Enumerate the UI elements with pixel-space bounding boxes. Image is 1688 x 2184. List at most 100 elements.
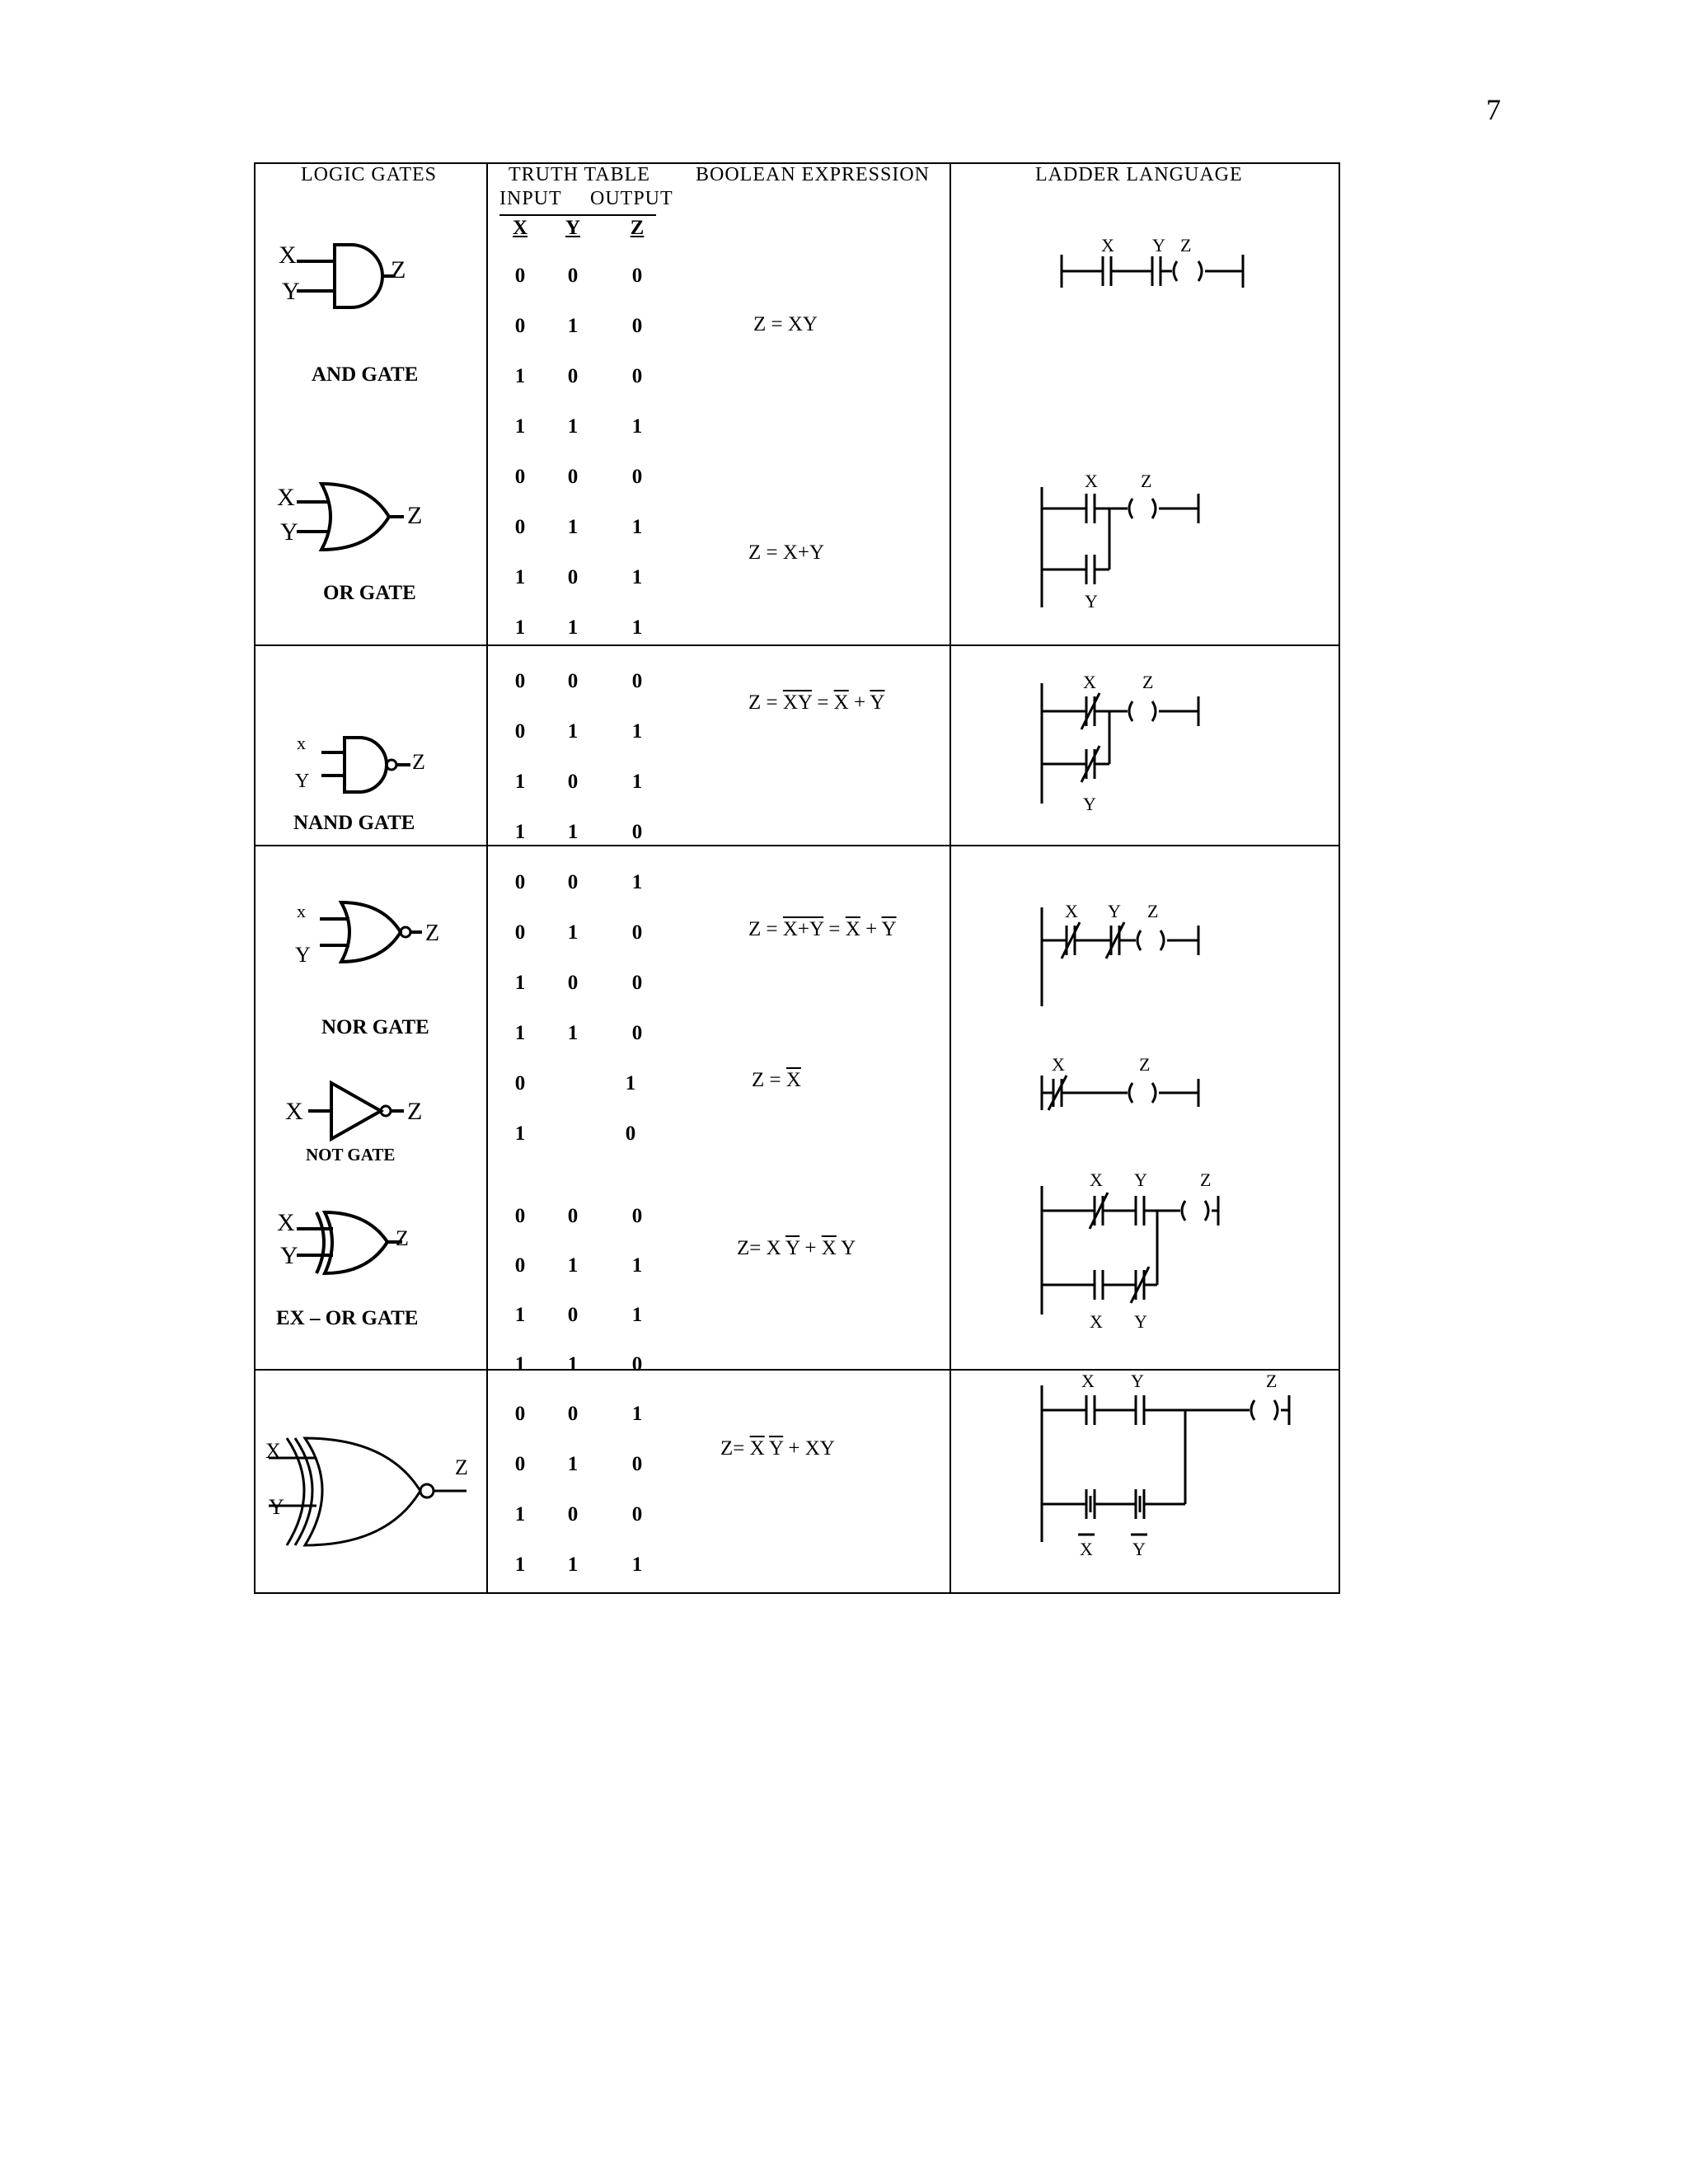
cell-z: 0 — [631, 972, 643, 994]
nor-gate-label: NOR GATE — [321, 1016, 429, 1038]
cell-y: 1 — [567, 1453, 579, 1475]
pin-y-label: Y — [280, 1242, 298, 1269]
cell-y: 0 — [567, 265, 579, 287]
or-ladder-diagram: X Z Y — [1040, 471, 1200, 612]
contact-y-label: Y — [1131, 1371, 1144, 1391]
cell-z: 0 — [631, 1022, 643, 1044]
cell-y: 1 — [567, 1554, 579, 1576]
pin-z-label: Z — [455, 1455, 468, 1479]
cell-z: 0 — [631, 315, 643, 337]
pin-x-label: X — [277, 484, 295, 511]
pin-x-label: X — [285, 1098, 303, 1125]
cell-y: 1 — [567, 315, 579, 337]
nor-ladder-diagram: X Y Z — [1040, 901, 1200, 1006]
cell-x: 0 — [514, 466, 526, 488]
header-underline — [499, 214, 656, 216]
cell-y: 1 — [567, 821, 579, 843]
not-gate-label: NOT GATE — [306, 1145, 396, 1165]
cell-z: 1 — [631, 871, 643, 893]
pin-z-label: Z — [425, 921, 439, 946]
contact-x-label: X — [1083, 672, 1096, 692]
exor-expression: Z= X Y + X Y — [737, 1237, 856, 1259]
cell-z: 1 — [625, 1072, 636, 1094]
cell-x: 0 — [514, 1254, 526, 1277]
column-divider — [950, 164, 951, 1592]
contact-y-label: Y — [1134, 1311, 1147, 1332]
cell-y: 1 — [567, 1353, 579, 1376]
xnor-gate-symbol: X Y Z — [265, 1436, 468, 1547]
pin-y-label: Y — [280, 518, 298, 546]
pin-y-label: Y — [295, 943, 311, 967]
cell-z: 0 — [631, 1503, 643, 1526]
xnor-ladder-diagram: X Y Z X Y — [1040, 1371, 1291, 1559]
coil-z-label: Z — [1139, 1054, 1150, 1075]
contact-x-label: X — [1101, 235, 1114, 255]
contact-y-bar-label: Y — [1132, 1539, 1146, 1559]
cell-z: 0 — [631, 670, 643, 692]
cell-z: 1 — [631, 516, 643, 538]
cell-x: 1 — [514, 415, 526, 438]
cell-z: 1 — [631, 720, 643, 743]
cell-z: 0 — [631, 365, 643, 387]
cell-x: 0 — [514, 720, 526, 743]
logic-gates-table: LOGIC GATES TRUTH TABLE BOOLEAN EXPRESSI… — [254, 162, 1340, 1594]
pin-z-label: Z — [407, 1098, 422, 1125]
contact-x-label: X — [1085, 471, 1098, 491]
and-gate-symbol: X Y Z — [279, 241, 406, 309]
exor-ladder-diagram: X Y Z X Y — [1040, 1169, 1220, 1332]
cell-y: 1 — [567, 415, 579, 438]
coil-z-label: Z — [1200, 1169, 1211, 1190]
cell-z: 0 — [631, 1205, 643, 1227]
exor-gate-symbol: X Y Z — [277, 1209, 409, 1276]
cell-z: 1 — [631, 1254, 643, 1277]
pin-x-label: x — [297, 733, 306, 753]
nand-gate-symbol: x Y Z — [295, 733, 425, 794]
pin-z-label: Z — [407, 502, 422, 529]
cell-z: 1 — [631, 616, 643, 639]
not-expression: Z = X — [752, 1069, 801, 1091]
coil-z-label: Z — [1147, 901, 1158, 921]
cell-y: 0 — [567, 972, 579, 994]
cell-z: 1 — [631, 1304, 643, 1326]
not-gate-symbol: X Z — [285, 1080, 422, 1142]
cell-z: 0 — [631, 265, 643, 287]
pin-x-label: X — [277, 1209, 295, 1236]
header-input: INPUT — [499, 188, 562, 209]
cell-y: 0 — [567, 1403, 579, 1425]
not-ladder-diagram: X Z — [1040, 1054, 1200, 1111]
cell-y: 0 — [567, 566, 579, 588]
cell-z: 1 — [631, 566, 643, 588]
cell-y: 0 — [567, 1304, 579, 1326]
pin-z-label: Z — [412, 750, 425, 774]
nand-ladder-diagram: X Z Y — [1040, 672, 1200, 814]
cell-x: 0 — [514, 670, 526, 692]
coil-z-label: Z — [1180, 235, 1191, 255]
pin-y-label: Y — [295, 771, 309, 792]
exor-gate-label: EX – OR GATE — [276, 1307, 419, 1329]
xnor-expression: Z= X Y + XY — [720, 1437, 835, 1460]
cell-x: 0 — [514, 1403, 526, 1425]
contact-x-label: X — [1065, 901, 1078, 921]
and-expression: Z = XY — [753, 313, 818, 335]
and-ladder-diagram: X Y Z — [1060, 235, 1245, 288]
column-x: X — [512, 217, 528, 239]
cell-x: 0 — [514, 921, 526, 944]
contact-x-label: X — [1052, 1054, 1065, 1075]
cell-z: 0 — [631, 1453, 643, 1475]
contact-y-label: Y — [1085, 591, 1098, 612]
row-divider — [256, 845, 1339, 846]
cell-y: 0 — [567, 1503, 579, 1526]
column-divider — [486, 164, 488, 1592]
cell-z: 0 — [625, 1122, 636, 1145]
cell-y: 0 — [567, 871, 579, 893]
header-boolean-expression: BOOLEAN EXPRESSION — [696, 164, 931, 185]
cell-y: 0 — [567, 771, 579, 793]
header-truth-table: TRUTH TABLE — [509, 164, 650, 185]
nand-expression: Z = XY = X + Y — [748, 691, 885, 714]
contact-y-label: Y — [1108, 901, 1121, 921]
contact-y-label: Y — [1152, 235, 1165, 255]
coil-z-label: Z — [1142, 672, 1153, 692]
cell-x: 1 — [514, 616, 526, 639]
cell-x: 1 — [514, 1022, 526, 1044]
cell-y: 0 — [567, 466, 579, 488]
